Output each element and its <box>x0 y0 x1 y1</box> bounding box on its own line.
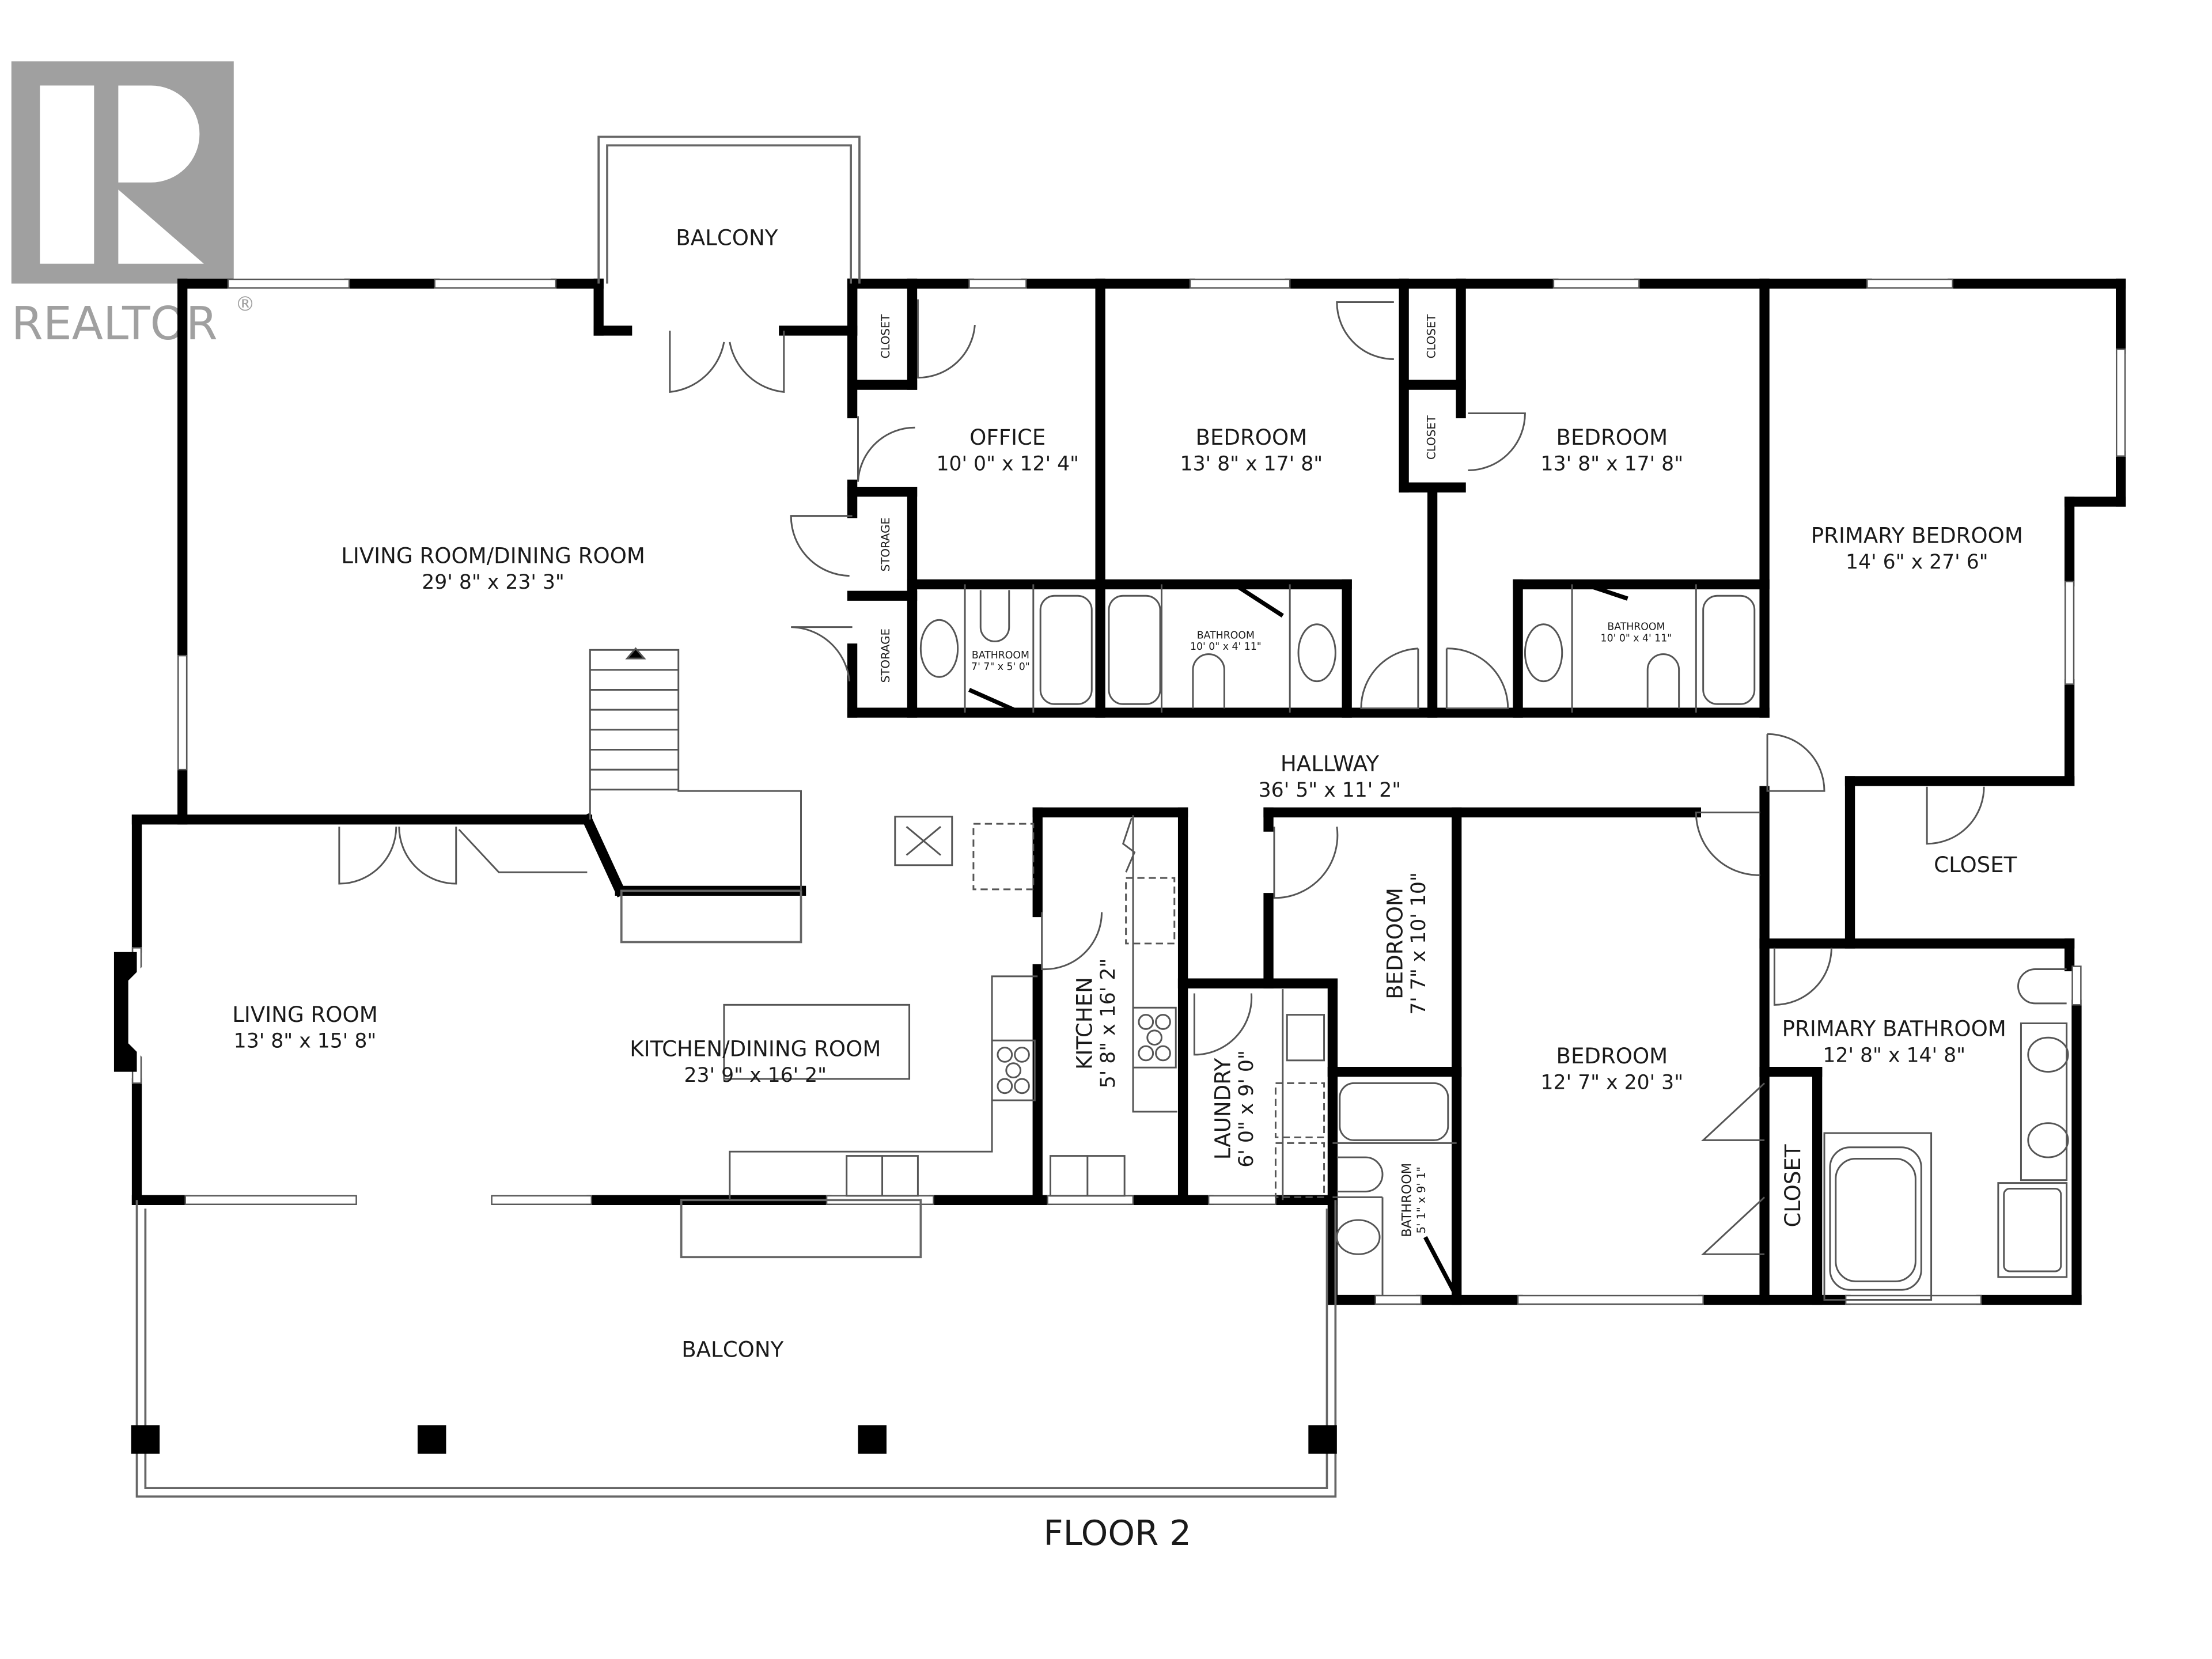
label-storage-1: STORAGE <box>879 517 892 571</box>
size-bathroom-1: 7' 7" x 5' 0" <box>971 661 1030 673</box>
label-living-room: LIVING ROOM <box>232 1002 377 1027</box>
size-bathroom-3: 10' 0" x 4' 11" <box>1601 632 1672 644</box>
size-living-room: 13' 8" x 15' 8" <box>234 1030 377 1053</box>
label-kitchen: KITCHEN <box>1072 977 1097 1070</box>
label-bedroom-3: BEDROOM <box>1556 1044 1668 1069</box>
label-closet-bed3: CLOSET <box>1781 1144 1805 1227</box>
label-living-dining: LIVING ROOM/DINING ROOM <box>341 543 645 568</box>
size-bathroom-2: 10' 0" x 4' 11" <box>1190 641 1262 653</box>
label-bedroom-1: BEDROOM <box>1196 425 1308 450</box>
size-hallway: 36' 5" x 11' 2" <box>1259 779 1402 802</box>
size-bedroom-1: 13' 8" x 17' 8" <box>1180 452 1323 475</box>
size-kitchen: 5' 8" x 16' 2" <box>1097 959 1120 1089</box>
windows <box>131 278 2126 1305</box>
label-balcony-bottom: BALCONY <box>681 1337 783 1362</box>
label-closet-office: CLOSET <box>879 314 892 359</box>
label-storage-2: STORAGE <box>879 628 892 683</box>
size-living-dining: 29' 8" x 23' 3" <box>422 571 565 594</box>
doors <box>338 299 1985 1255</box>
fixtures <box>723 584 2069 1301</box>
label-bathroom-3: BATHROOM <box>1607 622 1665 633</box>
size-bedroom-3: 12' 7" x 20' 3" <box>1541 1071 1684 1094</box>
trademark-symbol: ® <box>235 293 255 316</box>
staircase-icon <box>589 647 802 891</box>
label-balcony-top: BALCONY <box>676 226 778 251</box>
label-bathroom-2: BATHROOM <box>1197 630 1255 641</box>
fireplace-icon <box>113 952 143 1072</box>
label-bathroom-1: BATHROOM <box>972 650 1029 661</box>
label-office: OFFICE <box>969 425 1046 450</box>
size-laundry: 6' 0" x 9' 0" <box>1235 1050 1258 1168</box>
floor-title: FLOOR 2 <box>1044 1514 1192 1554</box>
size-primary-bathroom: 12' 8" x 14' 8" <box>1823 1044 1965 1067</box>
label-closet-primary: CLOSET <box>1934 853 2017 877</box>
label-primary-bathroom: PRIMARY BATHROOM <box>1782 1017 2006 1041</box>
label-hallway: HALLWAY <box>1281 752 1379 777</box>
label-bathroom-4: BATHROOM <box>1399 1163 1414 1237</box>
label-primary-bedroom: PRIMARY BEDROOM <box>1811 524 2023 548</box>
size-kitchen-dining: 23' 9" x 16' 2" <box>684 1064 827 1087</box>
bathroom-doors <box>968 582 1628 1293</box>
balconies <box>135 135 1337 1498</box>
size-office: 10' 0" x 12' 4" <box>936 452 1079 475</box>
balcony-posts <box>131 1425 1337 1454</box>
realtor-logo: REALTOR ® <box>11 61 255 350</box>
size-bedroom-small: 7' 7" x 10' 10" <box>1407 872 1430 1015</box>
label-laundry: LAUNDRY <box>1210 1058 1235 1160</box>
size-primary-bedroom: 14' 6" x 27' 6" <box>1846 551 1988 574</box>
label-closet-bed2: CLOSET <box>1425 415 1438 460</box>
size-bedroom-2: 13' 8" x 17' 8" <box>1541 452 1684 475</box>
room-labels: BALCONY LIVING ROOM/DINING ROOM 29' 8" x… <box>232 226 2023 1362</box>
label-bedroom-2: BEDROOM <box>1556 425 1668 450</box>
label-kitchen-dining: KITCHEN/DINING ROOM <box>630 1036 881 1061</box>
label-closet-bed1: CLOSET <box>1425 314 1438 359</box>
label-bedroom-small: BEDROOM <box>1383 888 1408 999</box>
size-bathroom-4: 5' 1" x 9' 1" <box>1415 1166 1428 1233</box>
